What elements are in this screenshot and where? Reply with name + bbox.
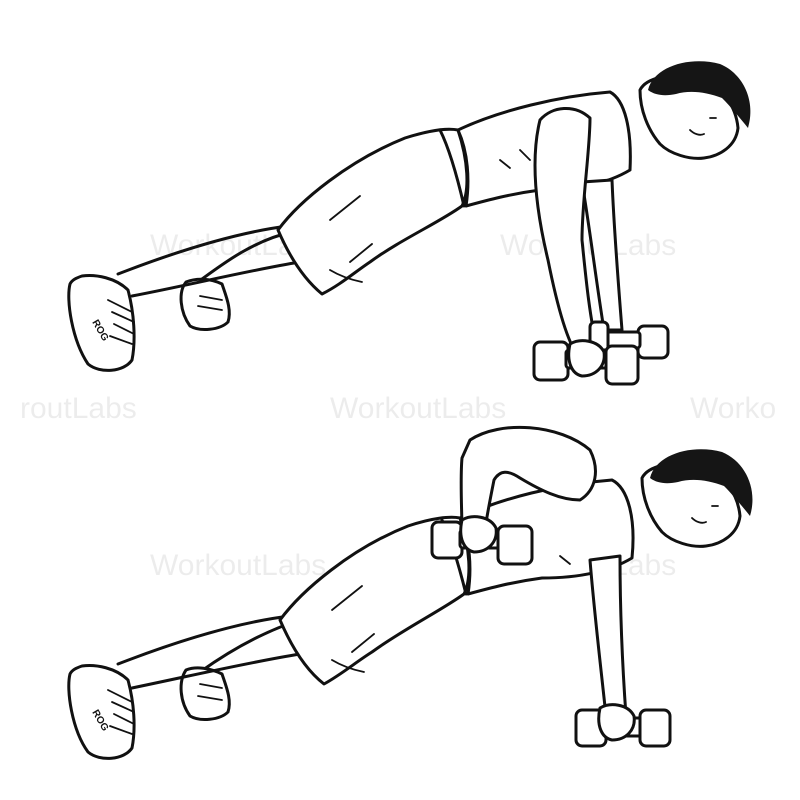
face-features xyxy=(691,505,719,524)
shorts-folds xyxy=(329,195,373,283)
shorts xyxy=(278,515,471,686)
near-leg-lower xyxy=(130,260,302,298)
watermark-layer: WorkoutLabs WorkoutLabs routLabs Workout… xyxy=(20,229,776,582)
watermark-text: WorkoutLabs xyxy=(150,549,326,582)
hair xyxy=(650,449,753,516)
support-arm xyxy=(588,554,628,718)
near-arm xyxy=(533,107,600,358)
shoe-laces xyxy=(197,683,223,701)
shoe-stripes xyxy=(107,689,135,735)
bottom-figure-row: ROG xyxy=(67,425,753,760)
far-shoe xyxy=(179,277,231,331)
watermark-text: routLabs xyxy=(20,392,137,425)
waistband xyxy=(438,128,466,208)
watermark-text: Worko xyxy=(690,392,776,425)
hair xyxy=(648,61,751,128)
shoe-laces xyxy=(197,295,223,311)
near-leg-upper xyxy=(116,614,292,666)
rowing-hand xyxy=(459,515,498,554)
shorts-folds xyxy=(331,585,375,673)
near-shoe xyxy=(67,664,136,760)
shorts xyxy=(276,127,469,296)
watermark-text: WorkoutLabs xyxy=(330,392,506,425)
near-hand xyxy=(567,339,606,378)
near-leg-upper xyxy=(116,224,290,276)
near-leg-lower xyxy=(130,652,302,690)
top-figure-plank: ROG xyxy=(67,61,751,386)
watermark-text: WorkoutLabs xyxy=(500,229,676,262)
support-hand xyxy=(597,703,636,742)
shoe-stripes xyxy=(107,299,135,345)
far-arm xyxy=(580,178,624,332)
face-features xyxy=(689,117,717,136)
